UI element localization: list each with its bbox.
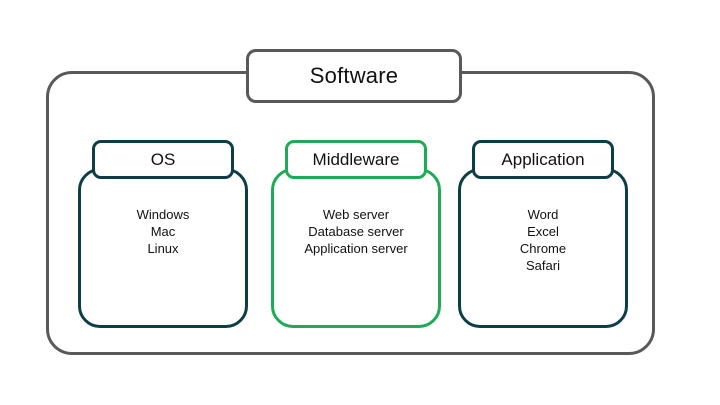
group-os-items: Windows Mac Linux [78, 206, 248, 257]
page-title: Software [309, 63, 399, 88]
list-item: Linux [147, 241, 179, 256]
software-title-card: Software [246, 49, 462, 103]
list-item: Database server [308, 224, 404, 239]
list-item: Windows [136, 207, 190, 222]
group-application: Application Word Excel Chrome Safari [458, 140, 628, 328]
list-item: Chrome [519, 241, 567, 256]
group-os: OS Windows Mac Linux [78, 140, 248, 328]
list-item: Application server [304, 241, 408, 256]
group-os-label: OS [150, 150, 176, 169]
group-middleware-label-card: Middleware [285, 140, 427, 179]
group-application-label: Application [501, 150, 585, 169]
list-item: Safari [526, 258, 560, 273]
list-item: Web server [322, 207, 390, 222]
group-middleware-label: Middleware [312, 150, 400, 169]
list-item: Mac [150, 224, 176, 239]
group-application-items: Word Excel Chrome Safari [458, 206, 628, 274]
list-item: Excel [527, 224, 559, 239]
group-os-label-card: OS [92, 140, 234, 179]
group-application-label-card: Application [472, 140, 614, 179]
group-middleware: Middleware Web server Database server Ap… [271, 140, 441, 328]
group-middleware-items: Web server Database server Application s… [271, 206, 441, 257]
list-item: Word [527, 207, 559, 222]
